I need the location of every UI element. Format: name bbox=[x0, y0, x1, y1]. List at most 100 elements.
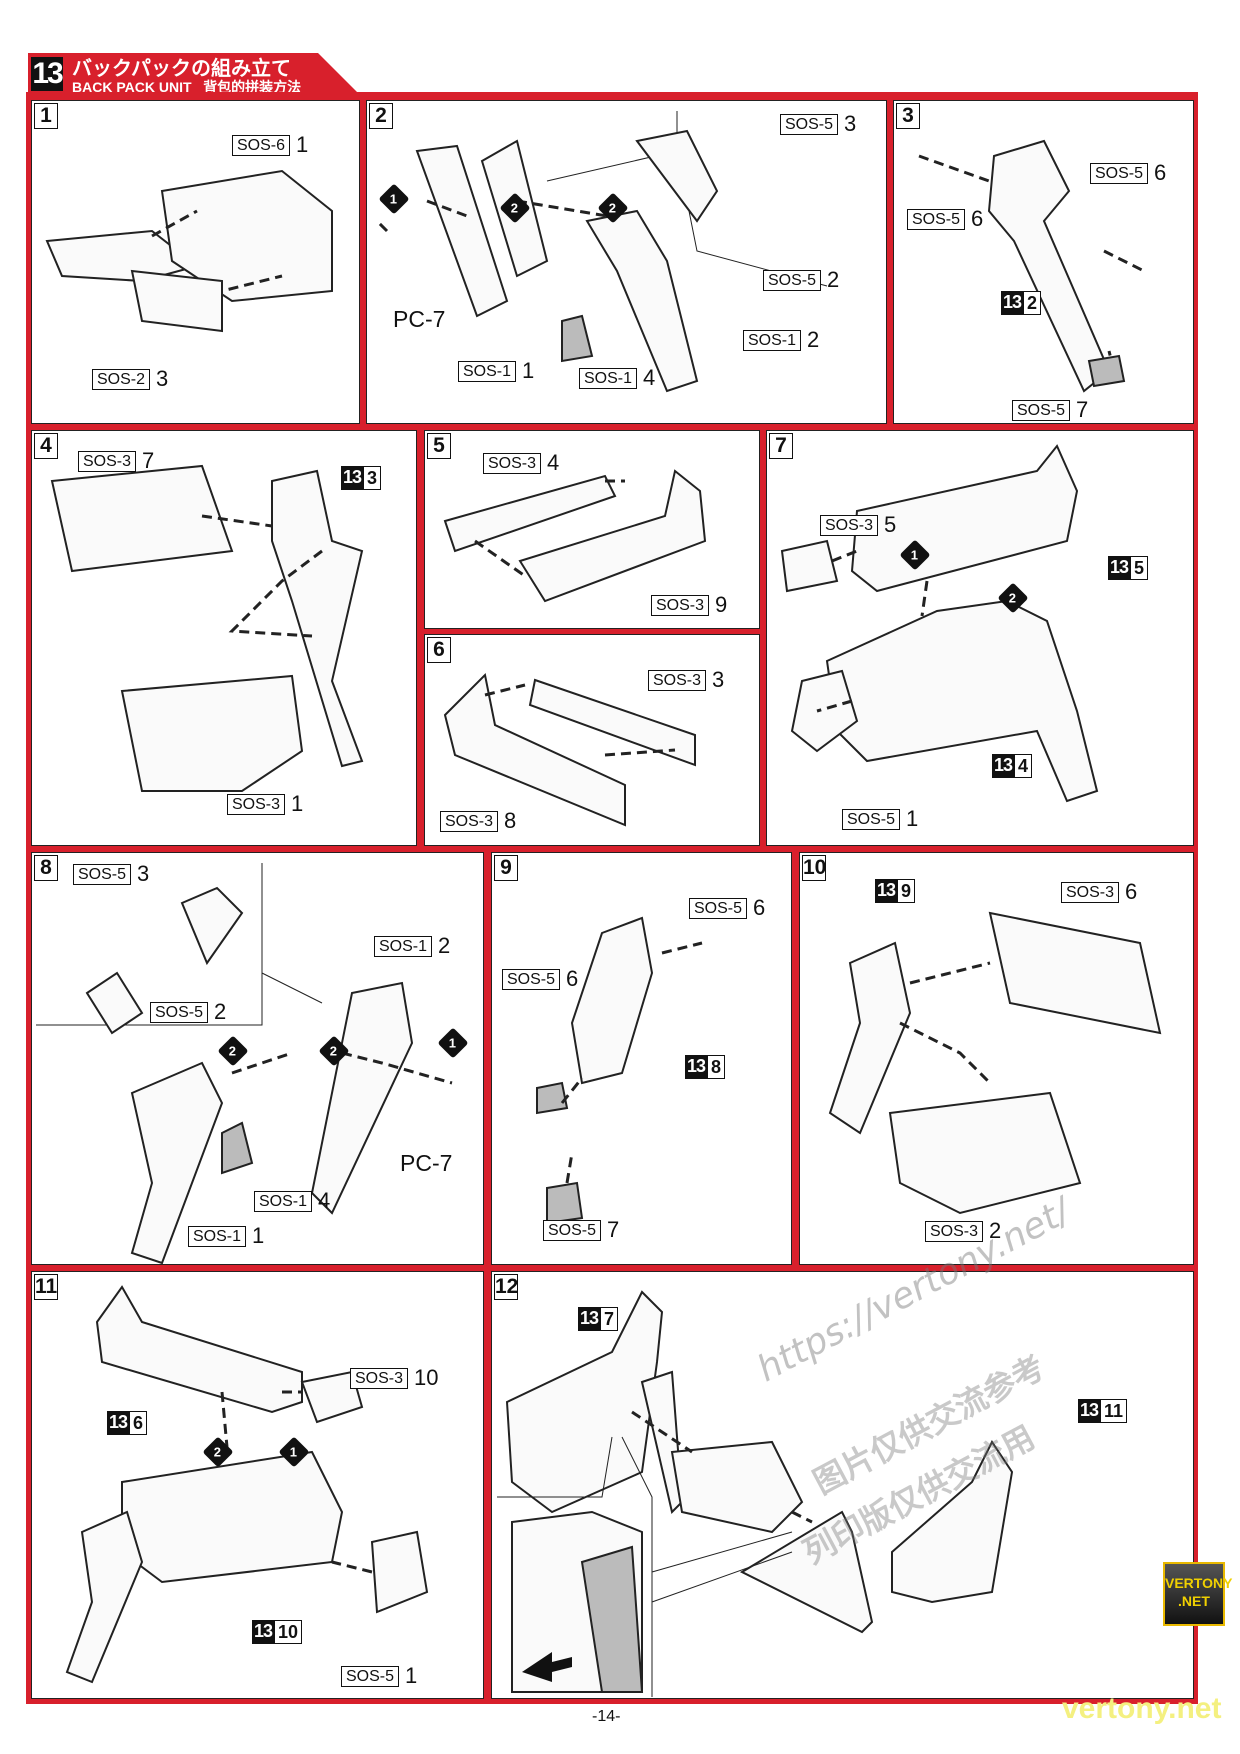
part-code: SOS-1 bbox=[743, 329, 802, 351]
part-number: 1 bbox=[405, 1663, 418, 1688]
part-number: 6 bbox=[971, 206, 984, 231]
footer-watermark: vertony.net bbox=[1062, 1692, 1222, 1725]
ref-step: 6 bbox=[129, 1411, 148, 1435]
ref-step: 7 bbox=[600, 1307, 619, 1331]
step-number: 5 bbox=[427, 433, 451, 459]
part-code: SOS-5 bbox=[341, 1665, 400, 1687]
part-number: 7 bbox=[142, 448, 155, 473]
part-code: SOS-5 bbox=[1012, 399, 1071, 421]
part-code: SOS-3 bbox=[350, 1367, 409, 1389]
part-number: 2 bbox=[827, 267, 840, 292]
ref-section: 13 bbox=[1078, 1399, 1101, 1423]
part-code: SOS-5 bbox=[842, 808, 901, 830]
part-code: SOS-3 bbox=[648, 669, 707, 691]
step-4-panel: 4 bbox=[31, 430, 417, 846]
step-11-diagram bbox=[65, 1285, 429, 1684]
part-code: SOS-3 bbox=[440, 810, 499, 832]
ref-section: 13 bbox=[992, 754, 1015, 778]
step-number: 1 bbox=[34, 103, 58, 129]
part-code: SOS-5 bbox=[907, 208, 966, 230]
part-code: SOS-3 bbox=[483, 452, 542, 474]
section-title-en: BACK PACK UNIT 背包的拼装方法 bbox=[72, 77, 301, 97]
part-number: 1 bbox=[906, 806, 919, 831]
part-code: SOS-3 bbox=[820, 514, 879, 536]
part-number: 1 bbox=[522, 358, 535, 383]
part-code: SOS-1 bbox=[374, 935, 433, 957]
section-header-tab bbox=[28, 53, 358, 93]
part-code: SOS-3 bbox=[227, 793, 286, 815]
part-code: SOS-5 bbox=[763, 269, 822, 291]
part-code: SOS-3 bbox=[1061, 881, 1120, 903]
step-number: 11 bbox=[34, 1274, 58, 1300]
part-number: 5 bbox=[884, 512, 897, 537]
step-12-diagram bbox=[497, 1290, 1014, 1697]
part-code: SOS-5 bbox=[689, 897, 748, 919]
part-code: SOS-1 bbox=[458, 360, 517, 382]
part-number: 2 bbox=[214, 999, 227, 1024]
marker-number: 2 bbox=[609, 200, 617, 216]
part-number: 8 bbox=[504, 808, 517, 833]
marker-number: 2 bbox=[511, 200, 519, 216]
ref-step: 3 bbox=[363, 466, 382, 490]
step-8-diagram bbox=[36, 863, 453, 1264]
step-number: 7 bbox=[769, 433, 793, 459]
ref-section: 13 bbox=[685, 1055, 708, 1079]
part-number: 3 bbox=[844, 111, 857, 136]
ref-section: 13 bbox=[578, 1307, 601, 1331]
part-number: 4 bbox=[318, 1188, 331, 1213]
section-title-jp: バックパックの組み立て bbox=[72, 56, 291, 80]
step-10-diagram bbox=[828, 911, 1162, 1215]
ref-step: 2 bbox=[1023, 291, 1042, 315]
step-3-panel: 3 bbox=[893, 100, 1194, 424]
step-9-panel: 9 bbox=[491, 852, 792, 1265]
ref-section: 13 bbox=[875, 879, 898, 903]
part-code: SOS-5 bbox=[150, 1001, 209, 1023]
part-code: SOS-5 bbox=[502, 968, 561, 990]
ref-section: 13 bbox=[1108, 556, 1131, 580]
step-number: 8 bbox=[34, 855, 58, 881]
part-number: 3 bbox=[712, 667, 725, 692]
part-code: SOS-1 bbox=[579, 367, 638, 389]
ref-step: 4 bbox=[1014, 754, 1033, 778]
ref-section: 13 bbox=[1001, 291, 1024, 315]
part-code: SOS-5 bbox=[1090, 162, 1149, 184]
title-en: BACK PACK UNIT bbox=[72, 79, 192, 95]
marker-number: 2 bbox=[229, 1043, 237, 1059]
part-number: 6 bbox=[566, 966, 579, 991]
ref-step: 11 bbox=[1100, 1399, 1128, 1423]
part-number: 2 bbox=[438, 933, 451, 958]
part-code: SOS-1 bbox=[254, 1190, 313, 1212]
step-9-diagram bbox=[536, 916, 703, 1225]
ref-step: 5 bbox=[1130, 556, 1149, 580]
part-number: 6 bbox=[1154, 160, 1167, 185]
marker-number: 1 bbox=[390, 191, 398, 207]
part-number: 9 bbox=[715, 592, 728, 617]
step-number: 3 bbox=[896, 103, 920, 129]
step-6-diagram bbox=[443, 672, 696, 827]
part-number: 2 bbox=[807, 327, 820, 352]
ref-step: 9 bbox=[897, 879, 916, 903]
part-code: SOS-5 bbox=[780, 113, 839, 135]
part-code: SOS-3 bbox=[78, 450, 137, 472]
